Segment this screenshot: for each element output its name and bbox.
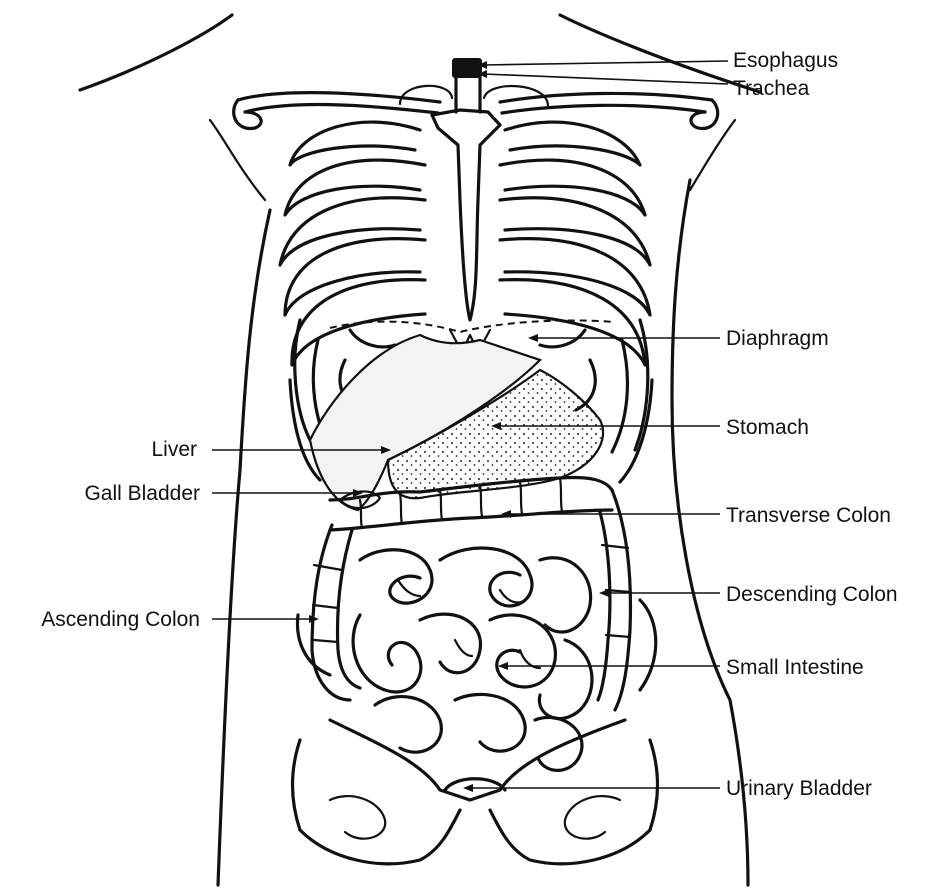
leader-esophagus — [484, 61, 728, 65]
label-trachea: Trachea — [733, 77, 810, 100]
pelvis-shape — [293, 720, 658, 864]
label-descending-colon: Descending Colon — [726, 583, 898, 606]
label-stomach: Stomach — [726, 416, 809, 439]
label-diaphragm: Diaphragm — [726, 327, 829, 350]
label-small-intestine: Small Intestine — [726, 656, 864, 679]
leader-trachea — [484, 74, 728, 84]
label-gall-bladder: Gall Bladder — [84, 482, 200, 505]
sternum — [432, 110, 500, 320]
small-intestine-shape — [353, 548, 592, 770]
arrow-small-intestine — [498, 662, 508, 670]
label-liver: Liver — [151, 438, 197, 461]
clavicles — [210, 93, 735, 200]
label-ascending-colon: Ascending Colon — [41, 608, 200, 631]
ascending-colon-shape — [297, 525, 360, 700]
arrow-descending-colon — [599, 589, 609, 597]
arrow-diaphragm — [528, 334, 538, 342]
arrow-urinary-bladder — [463, 784, 473, 792]
trachea-shape — [400, 58, 548, 112]
label-esophagus: Esophagus — [733, 49, 838, 72]
label-transverse-colon: Transverse Colon — [726, 504, 891, 527]
descending-colon-shape — [598, 490, 656, 710]
label-urinary-bladder: Urinary Bladder — [726, 777, 872, 800]
